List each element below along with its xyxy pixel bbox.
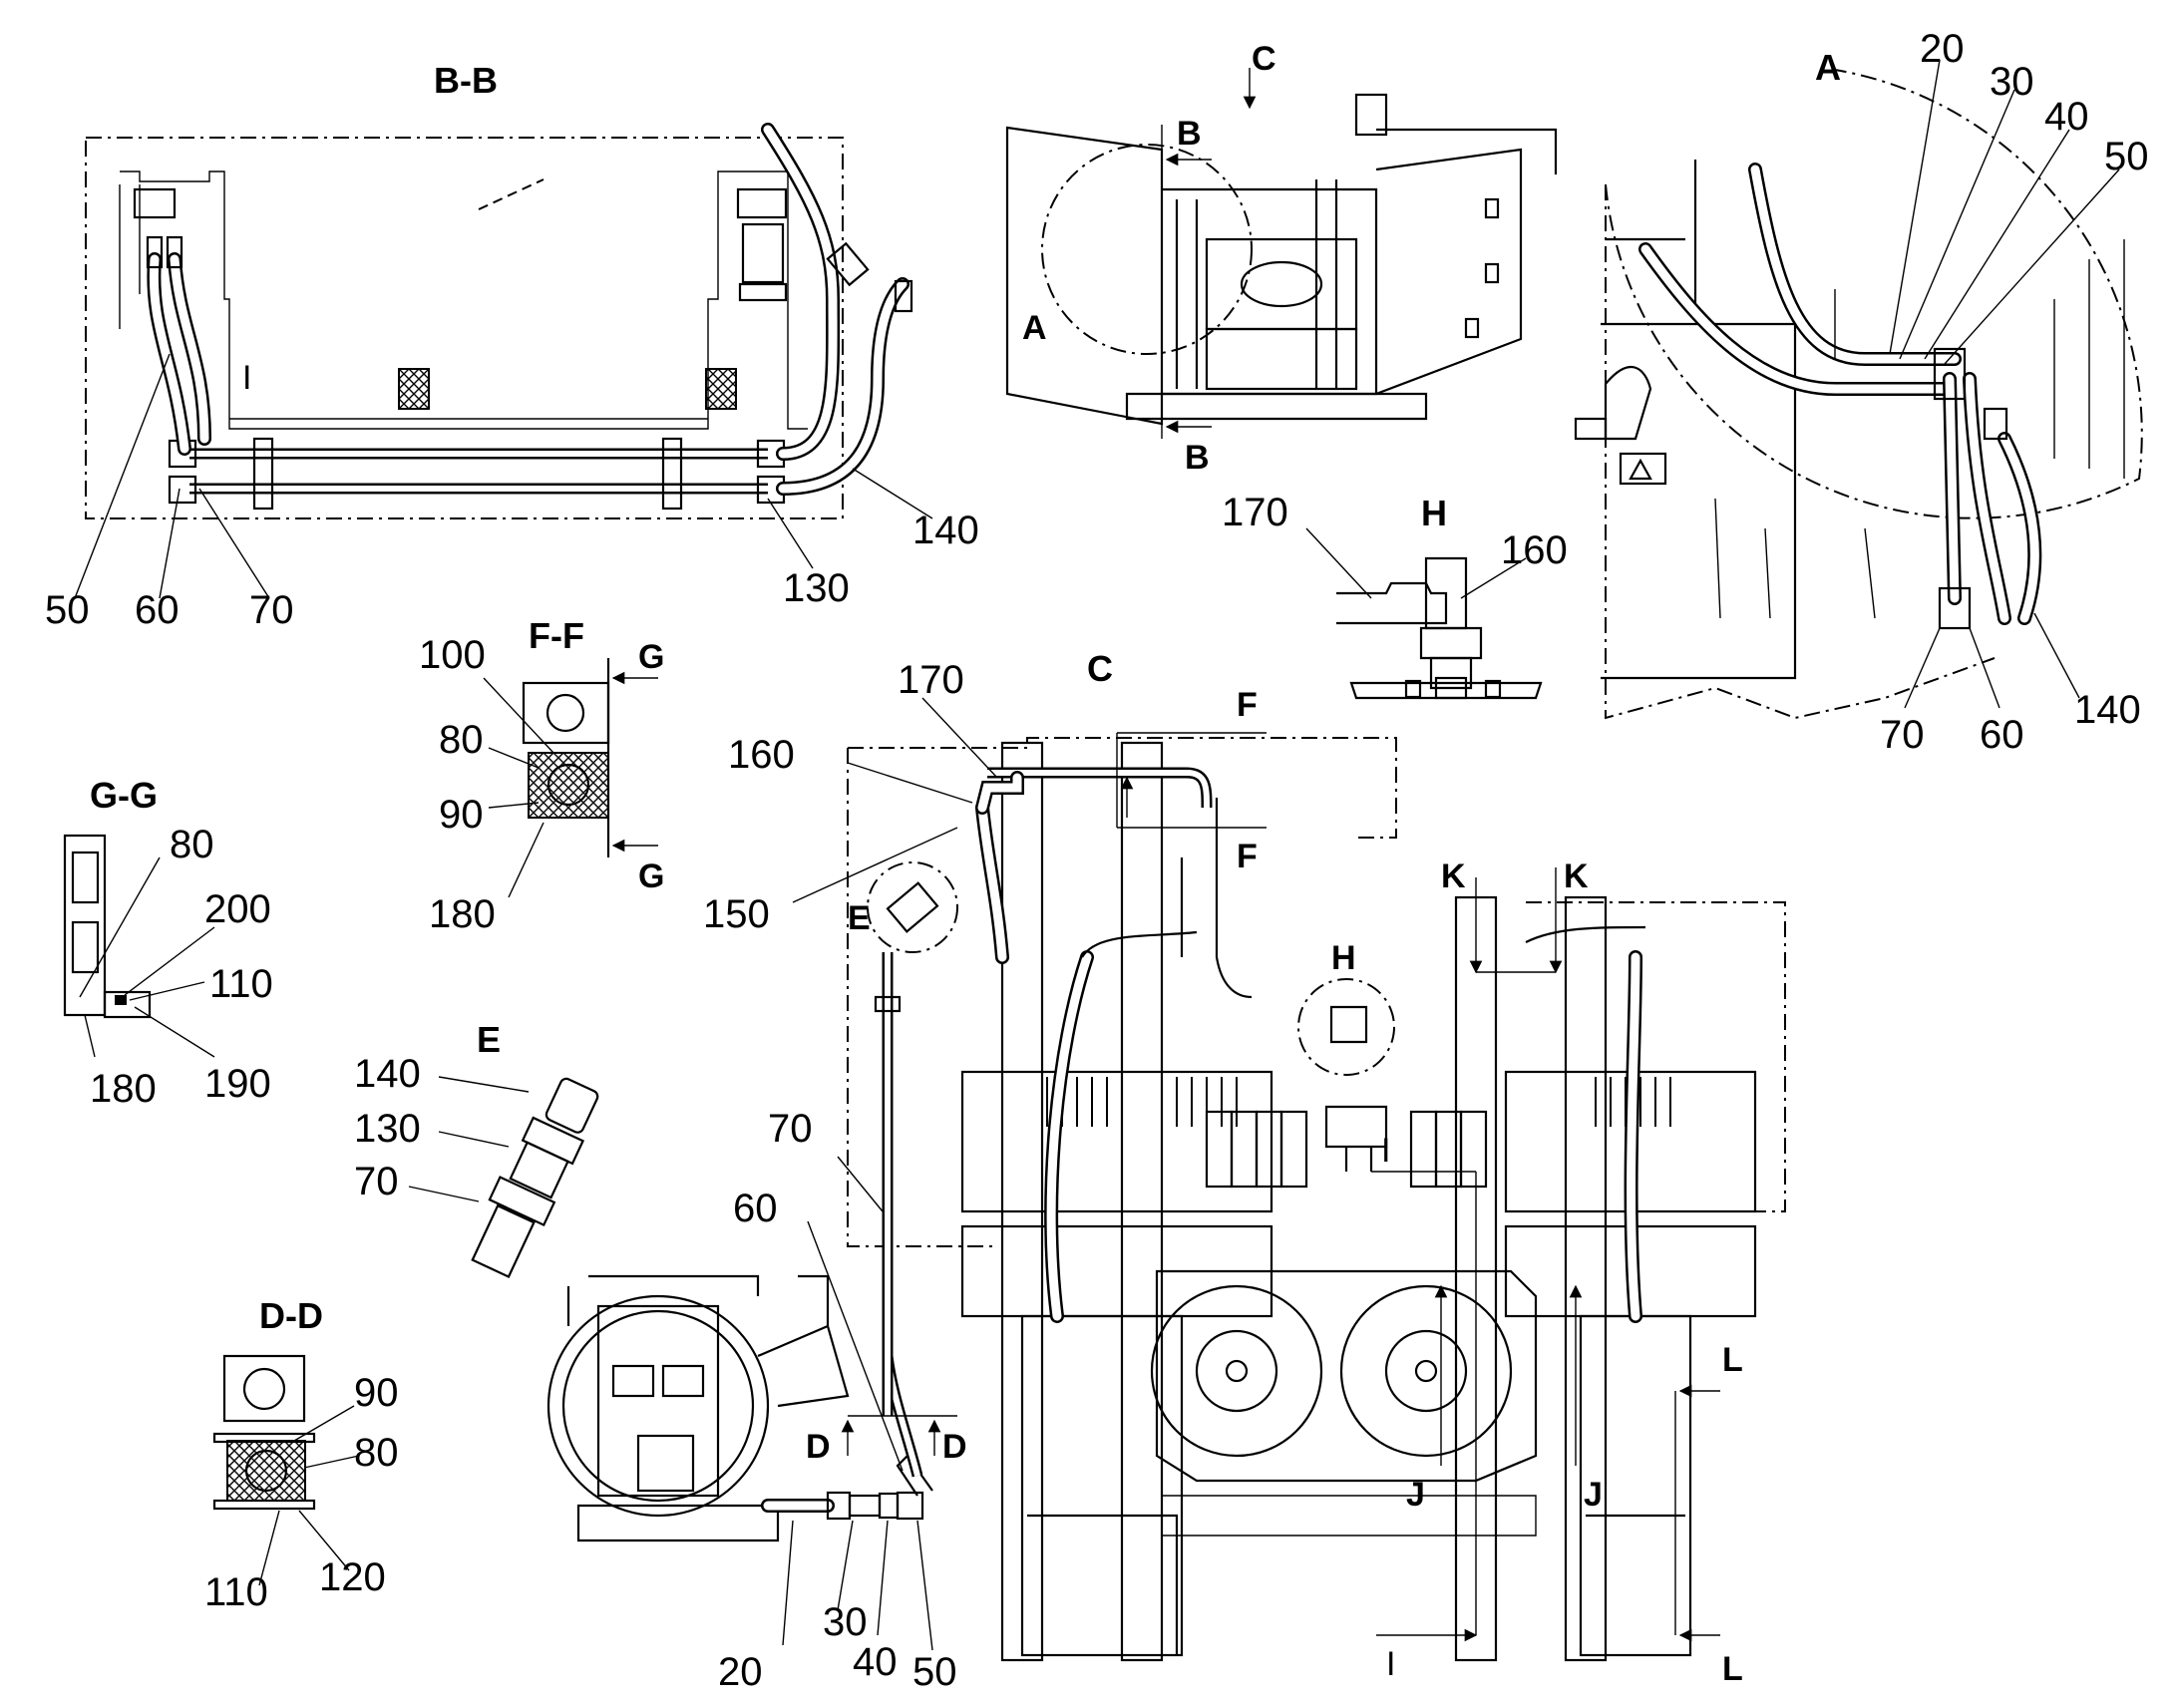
- callout-bb-140: 140: [912, 509, 979, 552]
- callout-bb-50: 50: [45, 588, 90, 632]
- callout-a-140: 140: [2074, 688, 2141, 732]
- section-mark-b-top: B: [1177, 115, 1202, 153]
- callout-a-50: 50: [2104, 135, 2149, 178]
- callout-c-20: 20: [718, 1650, 763, 1694]
- section-mark-d-right: D: [942, 1428, 967, 1466]
- callout-c-170: 170: [898, 658, 964, 702]
- section-mark-j-right: J: [1584, 1476, 1603, 1514]
- callout-ff-80: 80: [439, 718, 484, 762]
- view-ff-title: F-F: [529, 615, 584, 656]
- section-mark-e: E: [848, 899, 871, 937]
- callout-dd-90: 90: [354, 1371, 399, 1415]
- pump-unit: [546, 1274, 850, 1542]
- section-mark-k-left: K: [1441, 857, 1466, 895]
- callout-c-40: 40: [853, 1640, 898, 1684]
- view-bb: B-B: [45, 60, 979, 632]
- callout-h-160: 160: [1501, 528, 1568, 572]
- section-mark-g-top: G: [638, 638, 664, 676]
- view-dd: D-D 90 80 110 120: [204, 1295, 399, 1614]
- view-dd-title: D-D: [259, 1295, 323, 1336]
- view-gg-title: G-G: [90, 775, 158, 816]
- callout-ff-100: 100: [419, 633, 486, 677]
- view-c-main: C: [546, 648, 1786, 1694]
- valve-bank-left: [1205, 1110, 1308, 1189]
- view-bb-title: B-B: [434, 60, 498, 101]
- callout-bb-70: 70: [249, 588, 294, 632]
- callout-gg-200: 200: [204, 887, 271, 931]
- section-mark-d-left: D: [806, 1428, 831, 1466]
- section-mark-h: H: [1331, 939, 1356, 977]
- callout-gg-80: 80: [170, 823, 214, 866]
- callout-c-70: 70: [768, 1107, 813, 1151]
- radiator-fins-left: [1046, 1077, 1238, 1127]
- callout-h-170: 170: [1222, 491, 1288, 534]
- section-mark-j-left: J: [1406, 1476, 1425, 1514]
- section-mark-b-bottom: B: [1185, 439, 1210, 477]
- callout-c-150: 150: [703, 892, 770, 936]
- view-ff: F-F G G 100 80 90 180: [419, 615, 664, 936]
- view-h-title: H: [1421, 493, 1447, 533]
- callout-bb-60: 60: [135, 588, 180, 632]
- callout-e-140: 140: [354, 1052, 421, 1096]
- callout-gg-110: 110: [209, 962, 273, 1006]
- callout-e-70: 70: [354, 1160, 399, 1203]
- section-mark-i-bottom: I: [1386, 1645, 1395, 1683]
- callout-a-60: 60: [1980, 713, 2024, 757]
- view-a-top-title: A: [1022, 309, 1047, 347]
- section-mark-l-bottom: L: [1722, 1650, 1743, 1688]
- callout-dd-120: 120: [319, 1555, 386, 1599]
- view-a-detail: A 20 30 40: [1574, 27, 2149, 757]
- section-mark-i-top: I: [1381, 1132, 1390, 1170]
- section-mark-g-bottom: G: [638, 857, 664, 895]
- callout-gg-190: 190: [204, 1062, 271, 1106]
- callout-ff-180: 180: [429, 892, 496, 936]
- view-gg: G-G 80 200 110 180 190: [63, 775, 273, 1111]
- view-bb-inner-label: I: [242, 359, 251, 397]
- callout-dd-110: 110: [204, 1570, 268, 1614]
- callout-a-30: 30: [1990, 60, 2034, 104]
- section-mark-l-top: L: [1722, 1341, 1743, 1379]
- callout-c-60: 60: [733, 1187, 778, 1230]
- valve-bank-right: [1409, 1110, 1488, 1189]
- callout-ff-90: 90: [439, 793, 484, 837]
- callout-c-30: 30: [823, 1600, 868, 1644]
- view-arrow-c-label: C: [1252, 40, 1276, 78]
- view-a-detail-title: A: [1815, 47, 1841, 88]
- callout-e-130: 130: [354, 1107, 421, 1151]
- callout-a-40: 40: [2044, 95, 2089, 139]
- callout-c-50: 50: [912, 1650, 957, 1694]
- section-mark-f-bottom: F: [1237, 838, 1258, 875]
- section-mark-f-top: F: [1237, 686, 1258, 724]
- view-e: E 140 130 70: [354, 1019, 599, 1278]
- callout-c-160: 160: [728, 733, 795, 777]
- callout-dd-80: 80: [354, 1431, 399, 1475]
- section-mark-k-right: K: [1564, 857, 1589, 895]
- callout-gg-180: 180: [90, 1067, 157, 1111]
- warning-label-icon: [1619, 452, 1667, 486]
- callout-a-70: 70: [1880, 713, 1925, 757]
- view-c-title: C: [1087, 648, 1113, 689]
- view-h: H 170 160: [1222, 491, 1568, 700]
- callout-bb-130: 130: [783, 566, 850, 610]
- view-a-top: C A B B: [1005, 40, 1558, 477]
- view-e-title: E: [477, 1019, 501, 1060]
- callout-a-20: 20: [1920, 27, 1965, 71]
